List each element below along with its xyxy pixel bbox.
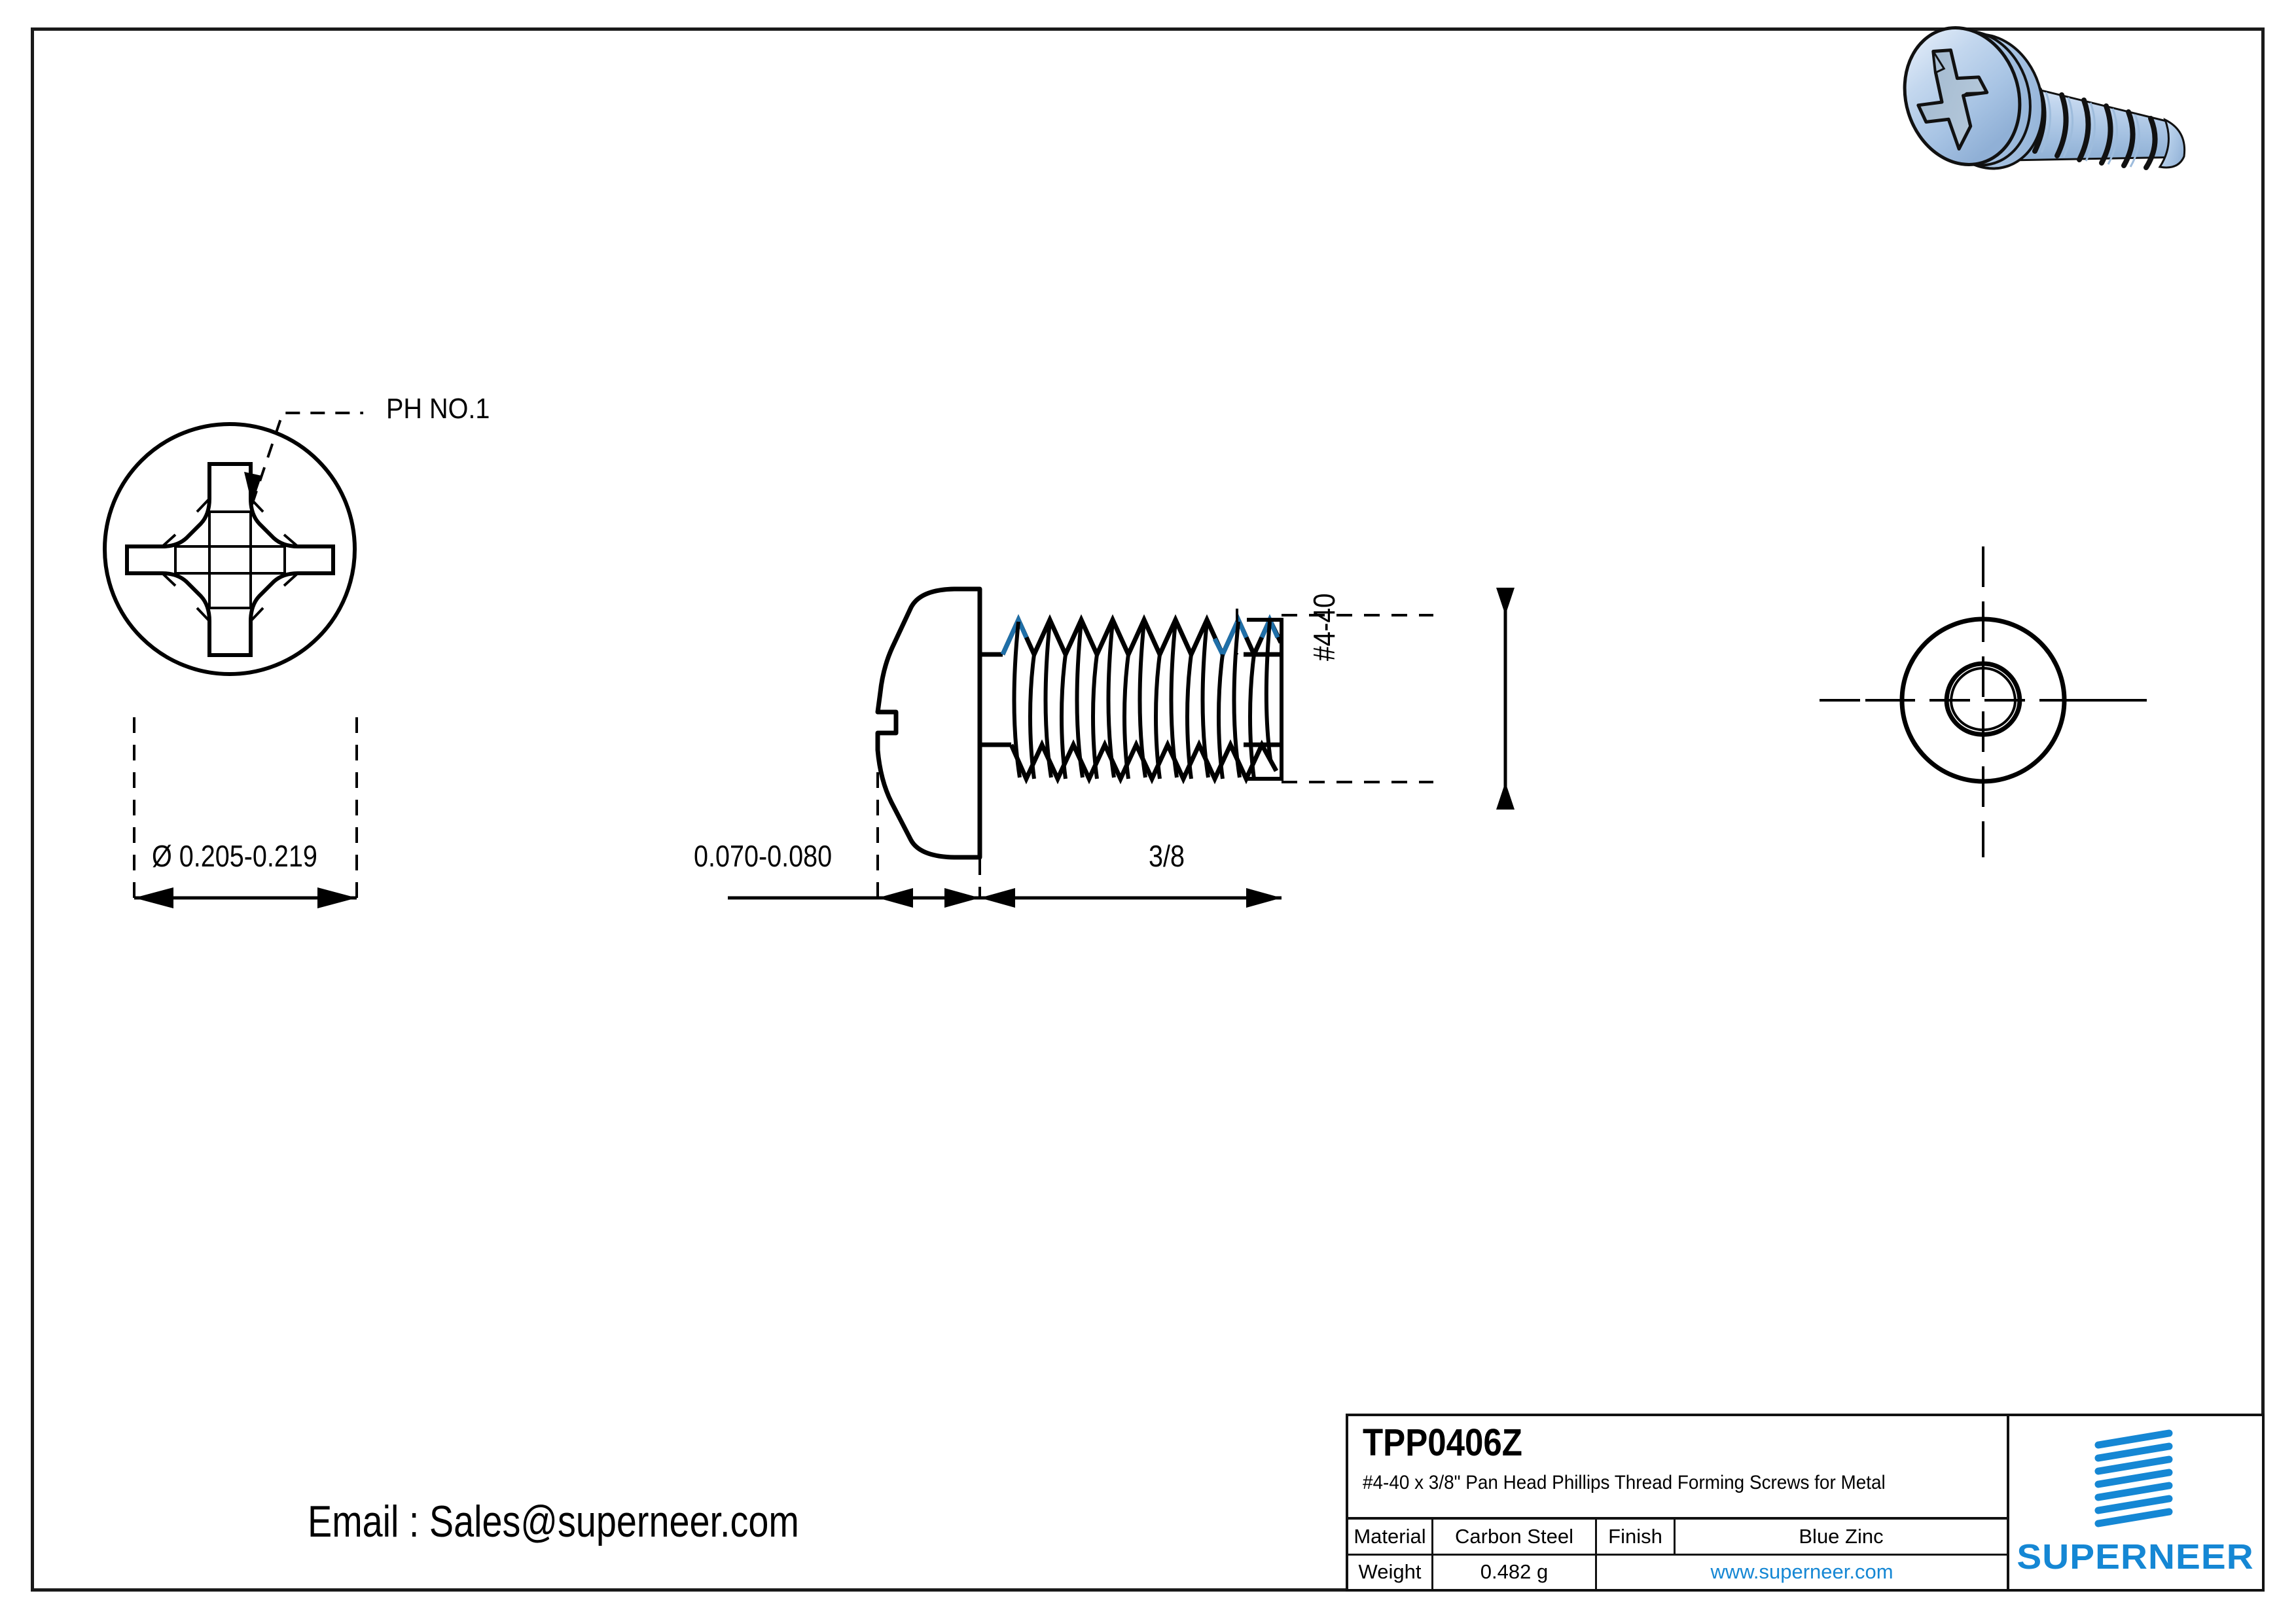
- material-label: Material: [1348, 1520, 1433, 1554]
- title-block-description-area: TPP0406Z #4-40 x 3/8" Pan Head Phillips …: [1348, 1416, 2007, 1520]
- title-block-left: TPP0406Z #4-40 x 3/8" Pan Head Phillips …: [1348, 1416, 2009, 1589]
- company-name: SUPERNEER: [2017, 1537, 2255, 1577]
- finish-label: Finish: [1597, 1520, 1676, 1554]
- part-number: TPP0406Z: [1363, 1421, 1522, 1464]
- material-value: Carbon Steel: [1433, 1520, 1597, 1554]
- part-description: #4-40 x 3/8" Pan Head Phillips Thread Fo…: [1363, 1472, 1886, 1493]
- email-text: Email : Sales@superneer.com: [308, 1497, 799, 1546]
- weight-label: Weight: [1348, 1555, 1433, 1589]
- side-view-thread-length-label: 3/8: [1149, 839, 1185, 873]
- title-block-row-weight: Weight 0.482 g www.superneer.com: [1348, 1555, 2007, 1589]
- weight-value: 0.482 g: [1433, 1555, 1597, 1589]
- finish-value: Blue Zinc: [1799, 1524, 1884, 1548]
- side-view-head-height-label: 0.070-0.080: [694, 839, 833, 873]
- title-block-row-material: Material Carbon Steel Finish Blue Zinc: [1348, 1520, 2007, 1556]
- website-link[interactable]: www.superneer.com: [1710, 1560, 1893, 1584]
- top-view-leader-label: PH NO.1: [386, 393, 490, 425]
- top-view-diameter-dimension-label: Ø 0.205-0.219: [152, 839, 317, 873]
- company-logo-area: SUPERNEER: [2009, 1416, 2262, 1589]
- title-block: TPP0406Z #4-40 x 3/8" Pan Head Phillips …: [1346, 1414, 2265, 1592]
- superneer-logo-icon: [2094, 1429, 2173, 1527]
- drawing-frame-border: [31, 27, 2265, 1592]
- side-view-thread-size-label: #4-40: [1307, 593, 1341, 661]
